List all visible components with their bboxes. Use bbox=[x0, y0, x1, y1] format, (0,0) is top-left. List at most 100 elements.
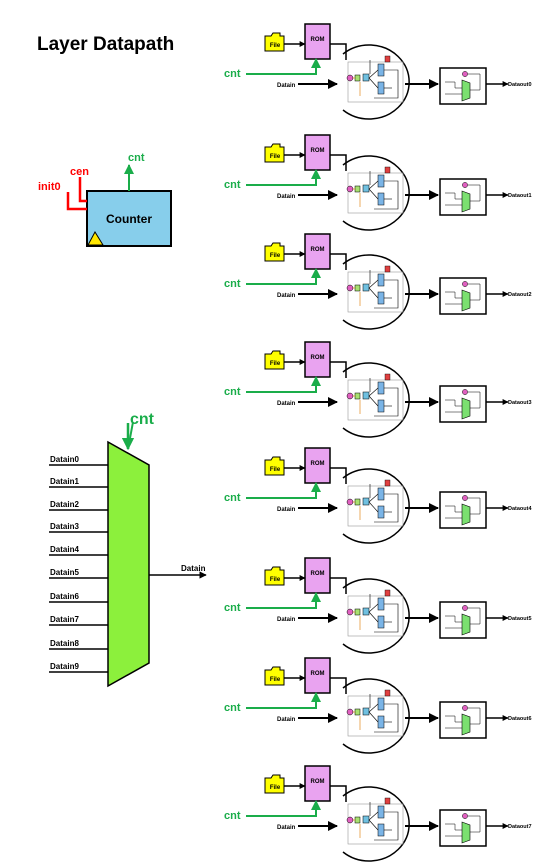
rom-to-pe-wire bbox=[330, 253, 347, 270]
pe-control-bit bbox=[384, 589, 391, 597]
pe-register bbox=[362, 815, 370, 824]
cnt-label: cnt bbox=[224, 810, 241, 822]
counter-init-label: init0 bbox=[38, 181, 61, 193]
datain-label: Datain bbox=[277, 717, 296, 723]
cnt-input-wire bbox=[246, 58, 321, 75]
pe-control-bit bbox=[384, 479, 391, 487]
output-inner-wire bbox=[468, 184, 481, 202]
pe-register bbox=[362, 497, 370, 506]
pe-multiplier bbox=[346, 392, 354, 400]
pe-adder bbox=[354, 608, 361, 616]
output-mux-icon bbox=[461, 79, 471, 102]
pe-wire bbox=[368, 188, 379, 200]
mux-input-label: Datain0 bbox=[50, 455, 79, 464]
file-label: File bbox=[270, 253, 281, 259]
output-control-node bbox=[462, 495, 468, 501]
rom-label: ROM bbox=[311, 779, 325, 785]
pe-buffer-top bbox=[377, 381, 385, 395]
output-mux-icon bbox=[461, 190, 471, 213]
pe-control-bit bbox=[384, 166, 391, 174]
output-inner-wire bbox=[468, 73, 481, 91]
pe-wire bbox=[368, 287, 379, 299]
pe-control-bit bbox=[384, 797, 391, 805]
pe-wire bbox=[368, 711, 379, 723]
pe-wire bbox=[368, 387, 379, 397]
pe-inner-frame bbox=[347, 61, 404, 103]
rom-to-pe-wire bbox=[330, 785, 347, 802]
rom-label: ROM bbox=[311, 148, 325, 154]
output-inner-wire bbox=[468, 283, 481, 301]
pe-wire bbox=[368, 611, 379, 623]
pe-buffer-bottom bbox=[377, 192, 385, 206]
pe-control-bit bbox=[384, 689, 391, 697]
pe-register bbox=[362, 607, 370, 616]
mux-input-label: Datain1 bbox=[50, 477, 79, 486]
output-inner-wire bbox=[468, 707, 481, 725]
pe-buffer-top bbox=[377, 273, 385, 287]
pe-adder bbox=[354, 74, 361, 82]
cnt-input-wire bbox=[246, 692, 321, 709]
rom-box bbox=[304, 765, 331, 802]
pe-adder bbox=[354, 284, 361, 292]
pe-wire bbox=[368, 77, 379, 89]
cnt-input-wire bbox=[246, 800, 321, 817]
mux-body bbox=[107, 440, 150, 688]
pe-loop-outline bbox=[342, 678, 410, 754]
file-icon bbox=[264, 242, 285, 262]
rom-to-pe-wire bbox=[330, 467, 347, 484]
pe-control-bit bbox=[384, 55, 391, 63]
mux-input-label: Datain8 bbox=[50, 639, 79, 648]
pe-loop-outline bbox=[342, 578, 410, 654]
rom-box bbox=[304, 657, 331, 694]
pe-wire bbox=[374, 387, 399, 417]
output-inner-wire bbox=[445, 823, 462, 831]
output-control-node bbox=[462, 705, 468, 711]
pe-adder bbox=[354, 708, 361, 716]
pe-register bbox=[362, 283, 370, 292]
output-inner-wire bbox=[468, 607, 481, 625]
datain-label: Datain bbox=[277, 617, 296, 623]
rom-box bbox=[304, 134, 331, 171]
pe-buffer-bottom bbox=[377, 505, 385, 519]
pe-wire bbox=[368, 603, 379, 613]
pe-multiplier bbox=[346, 498, 354, 506]
dataout-label: Dataout5 bbox=[508, 616, 532, 622]
file-icon bbox=[264, 32, 285, 52]
file-label: File bbox=[270, 577, 281, 583]
counter-label: Counter bbox=[106, 212, 152, 226]
dataout-label: Dataout2 bbox=[508, 292, 532, 298]
pe-adder bbox=[354, 816, 361, 824]
datain-label: Datain bbox=[277, 194, 296, 200]
rom-to-pe-wire bbox=[330, 361, 347, 378]
dataout-label: Dataout6 bbox=[508, 716, 532, 722]
pe-buffer-top bbox=[377, 597, 385, 611]
pe-wire bbox=[368, 180, 379, 190]
dataout-label: Dataout1 bbox=[508, 193, 532, 199]
pe-inner-frame bbox=[347, 695, 404, 737]
mux-select-label: cnt bbox=[130, 411, 155, 428]
output-control-node bbox=[462, 281, 468, 287]
pe-buffer-bottom bbox=[377, 81, 385, 95]
rom-to-pe-wire bbox=[330, 677, 347, 694]
datain-label: Datain bbox=[277, 507, 296, 513]
file-label: File bbox=[270, 677, 281, 683]
pe-wire bbox=[368, 279, 379, 289]
pe-buffer-top bbox=[377, 805, 385, 819]
rom-box bbox=[304, 233, 331, 270]
rom-box bbox=[304, 23, 331, 60]
output-inner-wire bbox=[445, 81, 462, 89]
pe-adder bbox=[354, 392, 361, 400]
cnt-label: cnt bbox=[224, 278, 241, 290]
cnt-label: cnt bbox=[224, 602, 241, 614]
cnt-input-wire bbox=[246, 592, 321, 609]
output-mux-icon bbox=[461, 503, 471, 526]
output-mux-icon bbox=[461, 397, 471, 420]
pe-adder bbox=[354, 185, 361, 193]
rom-label: ROM bbox=[311, 355, 325, 361]
mux-output-label: Datain bbox=[181, 564, 206, 573]
